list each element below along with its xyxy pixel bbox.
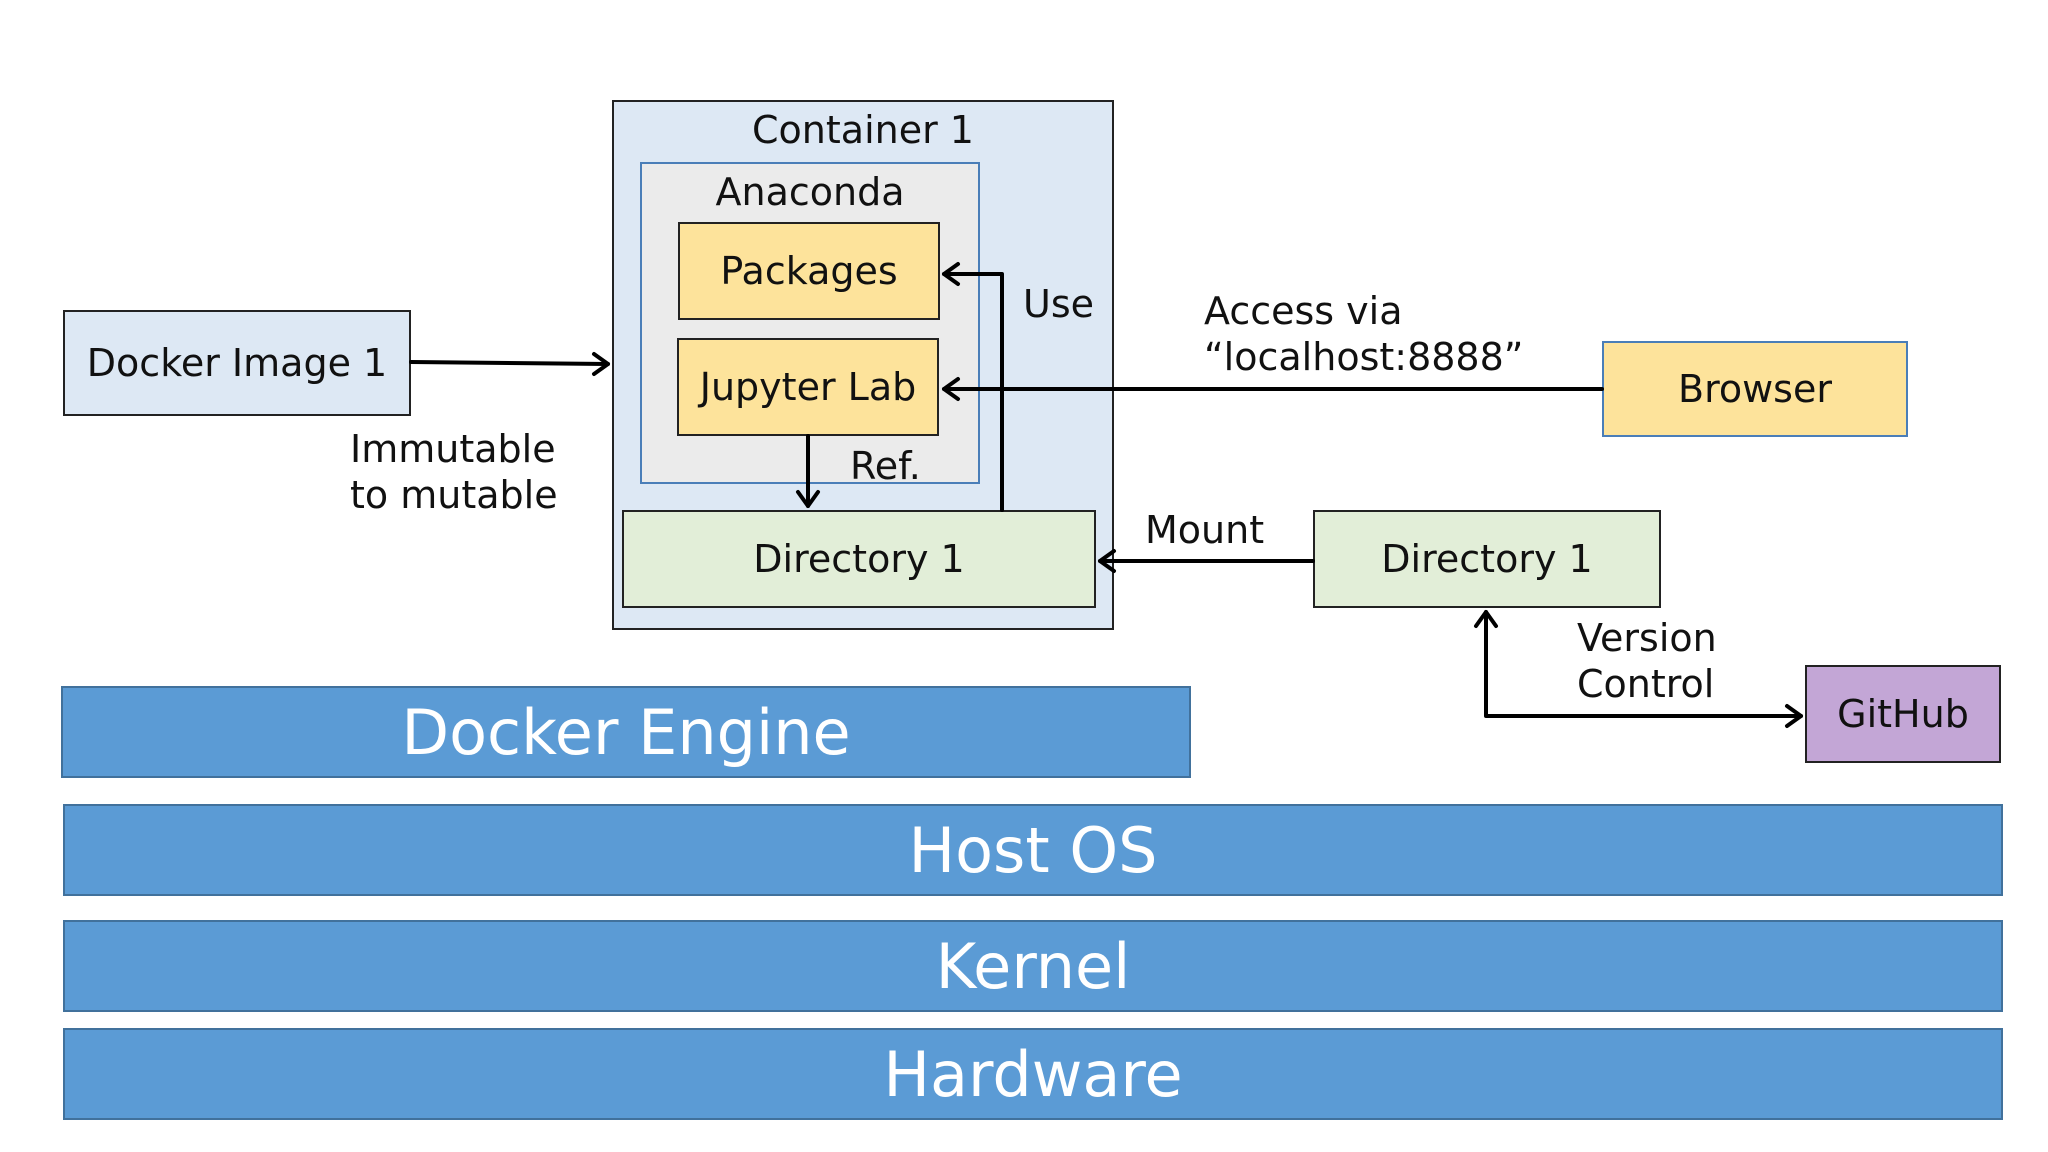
version-label-line2: Control [1577, 662, 1715, 706]
ref-label: Ref. [850, 444, 921, 488]
docker-engine-label: Docker Engine [401, 695, 851, 769]
version-control-arrowhead-up [1474, 610, 1498, 628]
version-label-line1: Version [1577, 616, 1717, 660]
use-label: Use [1023, 282, 1094, 326]
hardware-layer: Hardware [63, 1028, 2003, 1120]
container-directory-label: Directory 1 [753, 537, 965, 581]
container-title: Container 1 [752, 108, 974, 152]
jupyter-lab-box: Jupyter Lab [677, 338, 939, 436]
kernel-label: Kernel [935, 929, 1131, 1003]
browser-label: Browser [1678, 367, 1832, 411]
ref-arrowhead [796, 490, 820, 508]
host-directory-label: Directory 1 [1381, 537, 1593, 581]
kernel-layer: Kernel [63, 920, 2003, 1012]
host-os-layer: Host OS [63, 804, 2003, 896]
github-box: GitHub [1805, 665, 2001, 763]
github-label: GitHub [1837, 692, 1969, 736]
immutable-label-line1: Immutable [350, 427, 556, 471]
mount-arrowhead [1098, 549, 1116, 573]
access-label-line2: “localhost:8888” [1204, 335, 1524, 379]
use-arrow [942, 272, 1004, 512]
anaconda-title: Anaconda [715, 170, 905, 214]
browser-to-jupyter-arrowhead [942, 377, 960, 401]
docker-image-label: Docker Image 1 [86, 341, 388, 385]
container-directory-box: Directory 1 [622, 510, 1096, 608]
host-directory-box: Directory 1 [1313, 510, 1661, 608]
packages-box: Packages [678, 222, 940, 320]
mount-label: Mount [1145, 508, 1265, 552]
packages-label: Packages [720, 249, 898, 293]
version-control-arrowhead-right [1785, 704, 1803, 728]
host-os-label: Host OS [908, 813, 1158, 887]
use-arrowhead [942, 262, 960, 286]
image-to-container-arrowhead [592, 352, 610, 376]
jupyter-lab-label: Jupyter Lab [699, 365, 917, 409]
immutable-label-line2: to mutable [350, 473, 558, 517]
image-to-container-arrow [409, 360, 610, 366]
docker-image-box: Docker Image 1 [63, 310, 411, 416]
docker-engine-layer: Docker Engine [61, 686, 1191, 778]
hardware-label: Hardware [883, 1037, 1183, 1111]
version-control-arrow [1484, 610, 1803, 718]
access-label-line1: Access via [1204, 289, 1403, 333]
browser-box: Browser [1602, 341, 1908, 437]
